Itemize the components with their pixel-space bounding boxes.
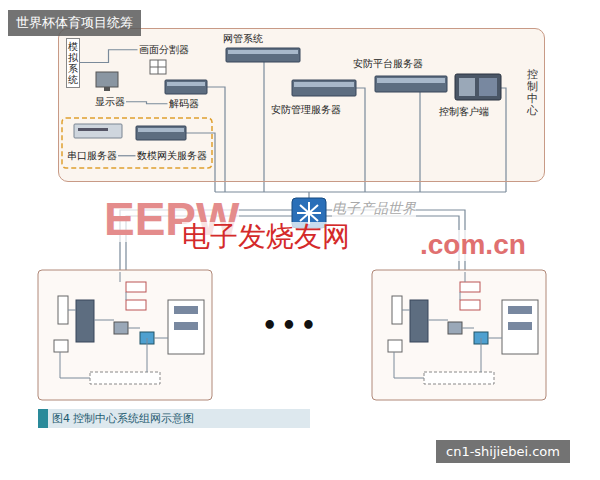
server-icons xyxy=(294,82,354,87)
serial-server-label: 串口服务器 xyxy=(66,150,118,163)
server-icons xyxy=(377,78,445,83)
server-icons xyxy=(165,80,207,94)
wiring xyxy=(356,88,365,192)
wiring xyxy=(263,62,264,192)
wiring xyxy=(215,191,506,192)
node-text: 数模网关服务器 xyxy=(137,150,207,163)
wiring xyxy=(186,133,215,192)
watermark-banner: 世界杯体育项目统筹 xyxy=(8,10,141,36)
wiring xyxy=(501,88,506,192)
substation-right xyxy=(508,322,532,330)
substation-left xyxy=(38,270,212,400)
gateway-server-label: 数模网关服务器 xyxy=(136,150,208,163)
wiring xyxy=(419,92,420,192)
substation-right xyxy=(502,300,538,354)
multiviewer-icon xyxy=(150,60,166,74)
substation-left xyxy=(174,306,198,314)
multiviewer-label: 画面分割器 xyxy=(138,44,190,57)
connector-line xyxy=(126,102,168,104)
node-text: 控制中心 xyxy=(527,69,538,117)
management-server-label: 安防管理服务器 xyxy=(270,104,342,117)
substation-right xyxy=(424,372,494,384)
connector-line xyxy=(80,50,138,63)
server-icons xyxy=(78,128,108,131)
analog-system-box: 模拟系统 xyxy=(66,38,80,88)
substation-left xyxy=(126,300,146,310)
monitor-icon xyxy=(96,72,118,87)
control-center-box: 控制中心 模拟系统 画面分割器显示器 解码器 网管系统安防平台服务器安防管理服务器 控制客… xyxy=(58,28,545,182)
substation-left xyxy=(38,270,212,400)
watermark-url: .com.cn xyxy=(420,230,526,261)
ellipsis-mark: ••• xyxy=(262,312,320,340)
node-text: 安防管理服务器 xyxy=(271,104,341,117)
control-center-fill xyxy=(62,118,212,168)
server-icons xyxy=(136,126,186,140)
server-icons xyxy=(455,74,501,100)
node-text: 模拟系统 xyxy=(68,41,78,85)
caption-band xyxy=(38,409,310,428)
multiviewer-icon xyxy=(150,60,166,74)
substation-right xyxy=(372,270,546,400)
server-icons xyxy=(138,128,184,132)
wiring xyxy=(207,87,225,192)
control-center-fill xyxy=(58,28,545,182)
monitor-icon xyxy=(96,72,118,91)
substation-left xyxy=(174,322,198,330)
node-text: 画面分割器 xyxy=(139,44,189,57)
node-text: 串口服务器 xyxy=(67,150,117,163)
control-center-fill xyxy=(58,28,545,182)
node-text: 安防平台服务器 xyxy=(353,58,423,71)
substation-right xyxy=(460,282,480,292)
substation-left xyxy=(126,282,146,292)
watermark-text: 电子发烧友网 xyxy=(182,222,350,253)
nms-label: 网管系统 xyxy=(222,33,264,46)
substation-right xyxy=(372,270,546,400)
decoder-label: 解码器 xyxy=(168,98,200,111)
server-icons xyxy=(74,48,501,140)
substation-left xyxy=(54,340,68,352)
watermark-text: 电子产品世界 xyxy=(332,200,416,218)
watermark-banner: cn1-shijiebei.com xyxy=(436,440,570,463)
node-text: 显示器 xyxy=(95,96,125,109)
server-icons xyxy=(228,50,298,54)
substation-right xyxy=(392,296,402,324)
substation-right xyxy=(508,306,532,314)
substation-right xyxy=(448,322,462,334)
client-label: 控制客户端 xyxy=(438,106,490,119)
monitor-icon xyxy=(104,87,110,91)
connector-line xyxy=(118,155,136,156)
server-icons xyxy=(167,82,205,86)
substation-right xyxy=(410,300,428,342)
node-text: 解码器 xyxy=(169,98,199,111)
wiring xyxy=(308,192,309,198)
node-text: 网管系统 xyxy=(223,33,263,46)
caption-band xyxy=(38,409,48,428)
substation-right xyxy=(394,272,502,378)
substation-left xyxy=(114,322,128,334)
server-icons xyxy=(459,78,475,96)
server-icons xyxy=(375,76,447,92)
substation-left xyxy=(90,372,160,384)
substation-left xyxy=(58,296,68,324)
node-text: 控制客户端 xyxy=(439,106,489,119)
server-icons xyxy=(292,80,356,96)
substation-left xyxy=(168,300,204,354)
figure-caption: 图4 控制中心系统组网示意图 xyxy=(52,411,195,426)
server-icons xyxy=(74,124,122,138)
server-icons xyxy=(226,48,300,62)
server-icons xyxy=(479,78,497,96)
substation-right xyxy=(460,300,480,310)
monitor-label: 显示器 xyxy=(94,96,126,109)
caption-band xyxy=(38,409,310,428)
substation-left xyxy=(60,272,168,378)
platform-server-label: 安防平台服务器 xyxy=(352,58,424,71)
switch-icon xyxy=(297,202,321,224)
substation-left xyxy=(76,300,94,342)
substation-right xyxy=(388,340,402,352)
multiviewer-icon xyxy=(150,60,166,74)
